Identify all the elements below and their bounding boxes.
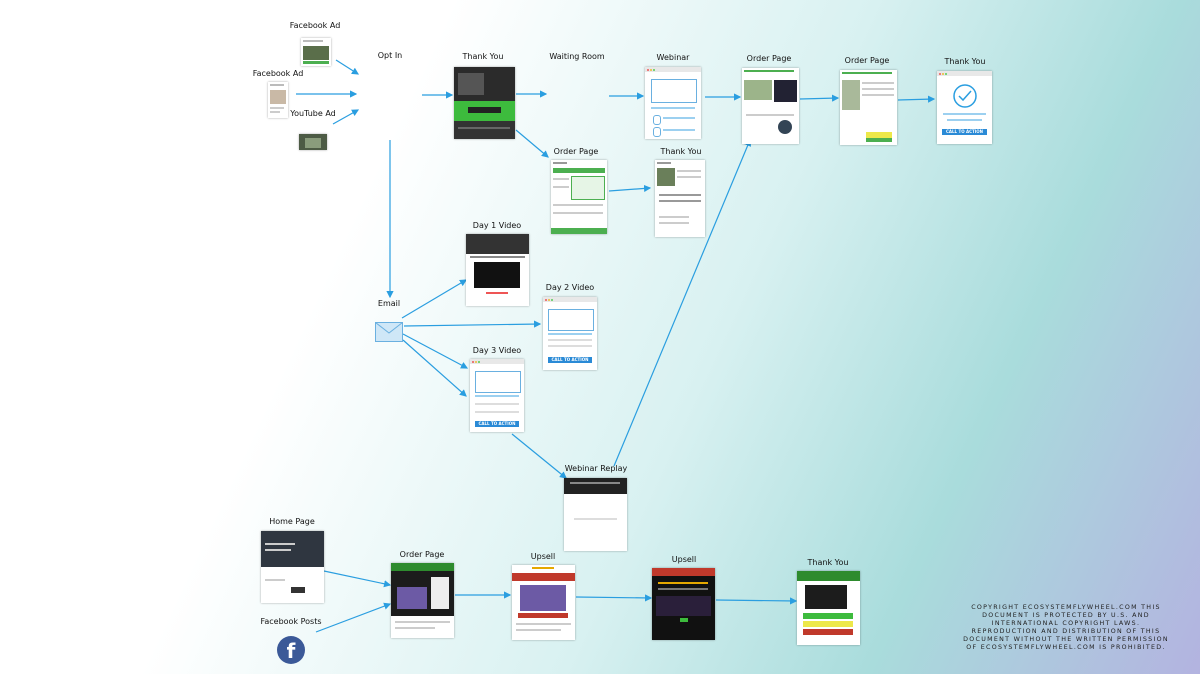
label-thank-you-3: Thank You <box>660 147 702 156</box>
facebook-ad-thumbnail-1 <box>301 38 331 66</box>
thank-you-page-1 <box>454 67 515 139</box>
arrow <box>608 184 652 193</box>
arrow <box>401 279 468 319</box>
label-facebook-ad-1: Facebook Ad <box>289 21 341 30</box>
label-home-page: Home Page <box>269 517 315 526</box>
arrow <box>332 109 360 125</box>
label-webinar: Webinar <box>656 53 690 62</box>
youtube-ad-thumbnail <box>299 134 327 150</box>
order-page-2 <box>840 70 897 145</box>
label-day1-video: Day 1 Video <box>472 221 522 230</box>
label-order-page-2: Order Page <box>844 56 890 65</box>
thank-you-page-3 <box>655 160 705 237</box>
label-facebook-posts: Facebook Posts <box>260 617 322 626</box>
label-order-page-1: Order Page <box>746 54 792 63</box>
call-to-action-button[interactable]: CALL TO ACTION <box>548 357 592 363</box>
day3-video-page: CALL TO ACTION <box>470 359 524 432</box>
facebook-ad-thumbnail-2 <box>268 82 288 118</box>
arrow <box>403 320 542 328</box>
arrow <box>402 339 467 397</box>
arrow <box>715 597 798 605</box>
upsell-page-2 <box>652 568 715 640</box>
label-order-page-3: Order Page <box>553 147 599 156</box>
label-opt-in: Opt In <box>377 51 403 60</box>
home-page <box>261 531 324 603</box>
chart-icon <box>651 79 697 103</box>
label-thank-you-4: Thank You <box>807 558 849 567</box>
image-placeholder-icon <box>548 309 594 331</box>
label-youtube-ad: YouTube Ad <box>290 109 336 118</box>
label-webinar-replay: Webinar Replay <box>564 464 628 473</box>
label-day2-video: Day 2 Video <box>545 283 595 292</box>
thank-you-page-4 <box>797 571 860 645</box>
facebook-icon: f <box>277 636 305 664</box>
call-to-action-button[interactable]: CALL TO ACTION <box>942 129 987 135</box>
person-icon <box>653 115 661 125</box>
checkmark-icon <box>953 84 977 108</box>
arrow <box>323 570 392 588</box>
webinar-replay-page <box>564 478 627 551</box>
copyright-notice: COPYRIGHT ECOSYSTEMFLYWHEEL.COM THIS DOC… <box>963 604 1169 651</box>
order-page-1 <box>742 68 799 144</box>
arrow <box>511 433 567 479</box>
label-facebook-ad-2: Facebook Ad <box>252 69 304 78</box>
arrow <box>315 602 392 633</box>
label-waiting-room: Waiting Room <box>549 52 605 61</box>
order-page-3 <box>551 160 607 234</box>
arrow <box>575 594 653 602</box>
label-order-page-4: Order Page <box>399 550 445 559</box>
label-thank-you-1: Thank You <box>462 52 504 61</box>
label-upsell-1: Upsell <box>530 552 556 561</box>
label-email: Email <box>377 299 401 308</box>
arrow <box>515 129 549 158</box>
upsell-page-1 <box>512 565 575 640</box>
arrow <box>799 94 840 102</box>
envelope-icon <box>375 322 403 342</box>
webinar-page <box>645 67 701 139</box>
arrow <box>402 333 469 369</box>
call-to-action-button[interactable]: CALL TO ACTION <box>475 421 519 427</box>
arrow <box>335 59 360 75</box>
image-placeholder-icon <box>475 371 521 393</box>
order-page-4 <box>391 563 454 638</box>
label-upsell-2: Upsell <box>671 555 697 564</box>
arrow <box>897 95 936 103</box>
arrow <box>613 138 752 467</box>
day2-video-page: CALL TO ACTION <box>543 297 597 370</box>
label-thank-you-2: Thank You <box>944 57 986 66</box>
day1-video-page <box>466 234 529 306</box>
thank-you-page-2: CALL TO ACTION <box>937 71 992 144</box>
label-day3-video: Day 3 Video <box>472 346 522 355</box>
person-icon <box>653 127 661 137</box>
